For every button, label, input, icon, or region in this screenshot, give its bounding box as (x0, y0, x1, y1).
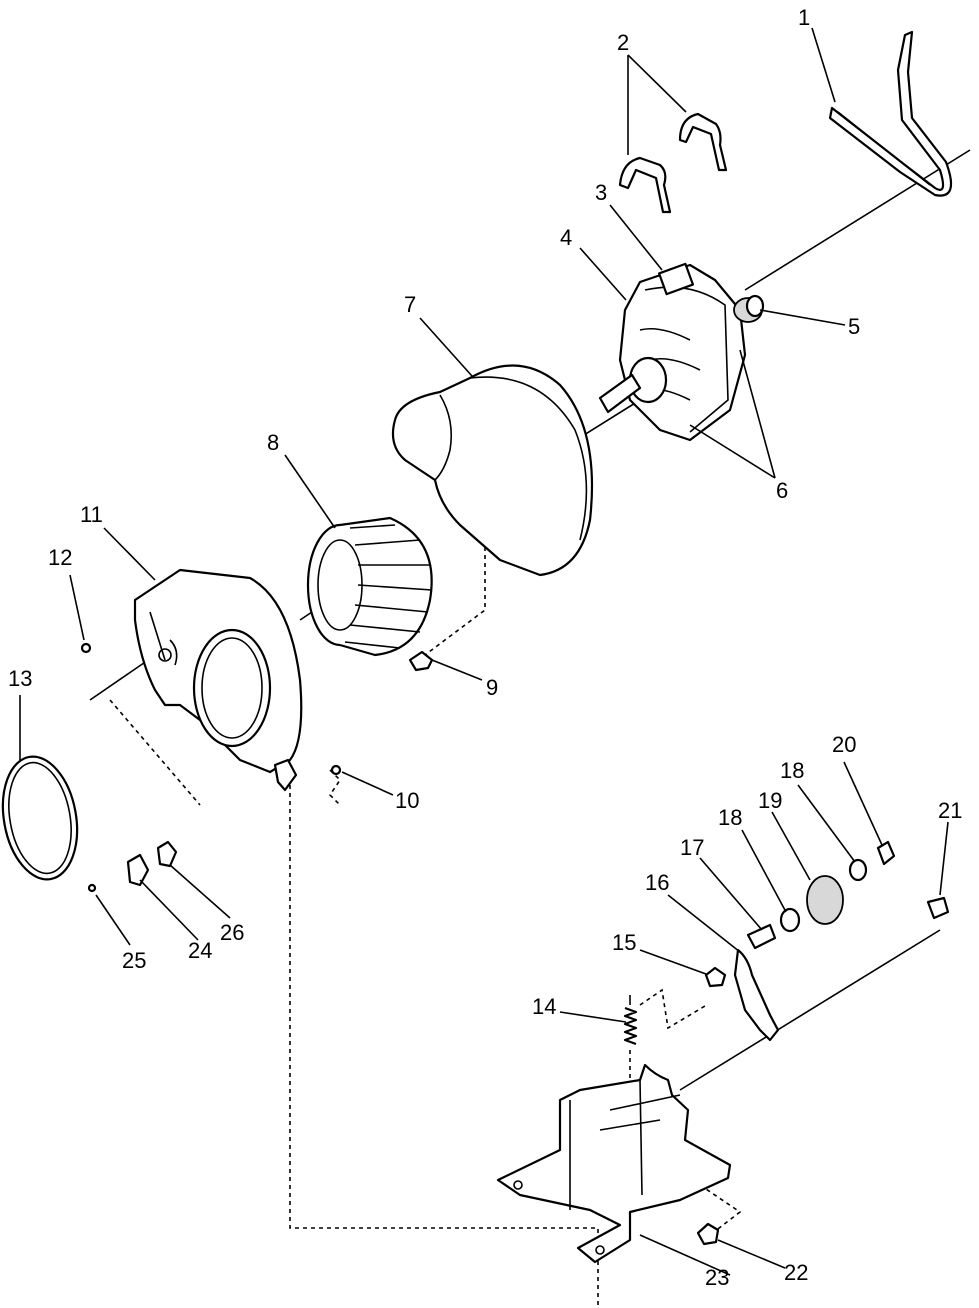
drive-motor (598, 262, 765, 442)
callout-12: 12 (48, 545, 72, 570)
sensor-assembly (87, 840, 178, 893)
front-plate (133, 568, 303, 792)
callout-16: 16 (645, 870, 669, 895)
callout-11: 11 (80, 502, 103, 527)
callout-4: 4 (560, 225, 572, 250)
callout-18b: 18 (780, 758, 804, 783)
callout-21: 21 (938, 798, 962, 823)
callout-13: 13 (8, 666, 32, 691)
callout-26: 26 (220, 920, 244, 945)
callout-14: 14 (532, 994, 556, 1019)
callout-18a: 18 (718, 805, 742, 830)
callout-17: 17 (680, 835, 704, 860)
idler-spring (623, 995, 638, 1046)
blower-wheel (306, 516, 433, 657)
callout-1: 1 (798, 5, 810, 30)
idler-components (704, 840, 950, 1042)
gasket-ring (1, 755, 79, 881)
callout-5: 5 (848, 314, 860, 339)
screw-12 (80, 642, 92, 654)
callout-25: 25 (122, 948, 146, 973)
callout-7: 7 (404, 292, 416, 317)
blower-housing (391, 364, 594, 577)
screw-9 (408, 650, 434, 672)
callout-6: 6 (776, 478, 788, 503)
screw-10 (330, 764, 342, 776)
callout-2: 2 (617, 30, 629, 55)
callout-20: 20 (832, 732, 856, 757)
callout-8: 8 (267, 430, 279, 455)
callout-leaders (19, 27, 949, 1276)
callout-9: 9 (486, 675, 498, 700)
nut-22 (696, 1222, 720, 1246)
motor-mount (496, 1063, 732, 1264)
callout-24: 24 (188, 938, 212, 963)
callout-15: 15 (612, 930, 636, 955)
drive-belt (828, 30, 953, 197)
callout-23: 23 (705, 1265, 729, 1290)
callout-labels: 1 2 3 4 5 6 7 8 9 10 11 12 13 14 15 16 1… (8, 5, 962, 1290)
callout-22: 22 (784, 1260, 808, 1285)
motor-clip (618, 112, 728, 214)
callout-3: 3 (595, 180, 607, 205)
callout-10: 10 (395, 788, 419, 813)
callout-19: 19 (758, 788, 782, 813)
